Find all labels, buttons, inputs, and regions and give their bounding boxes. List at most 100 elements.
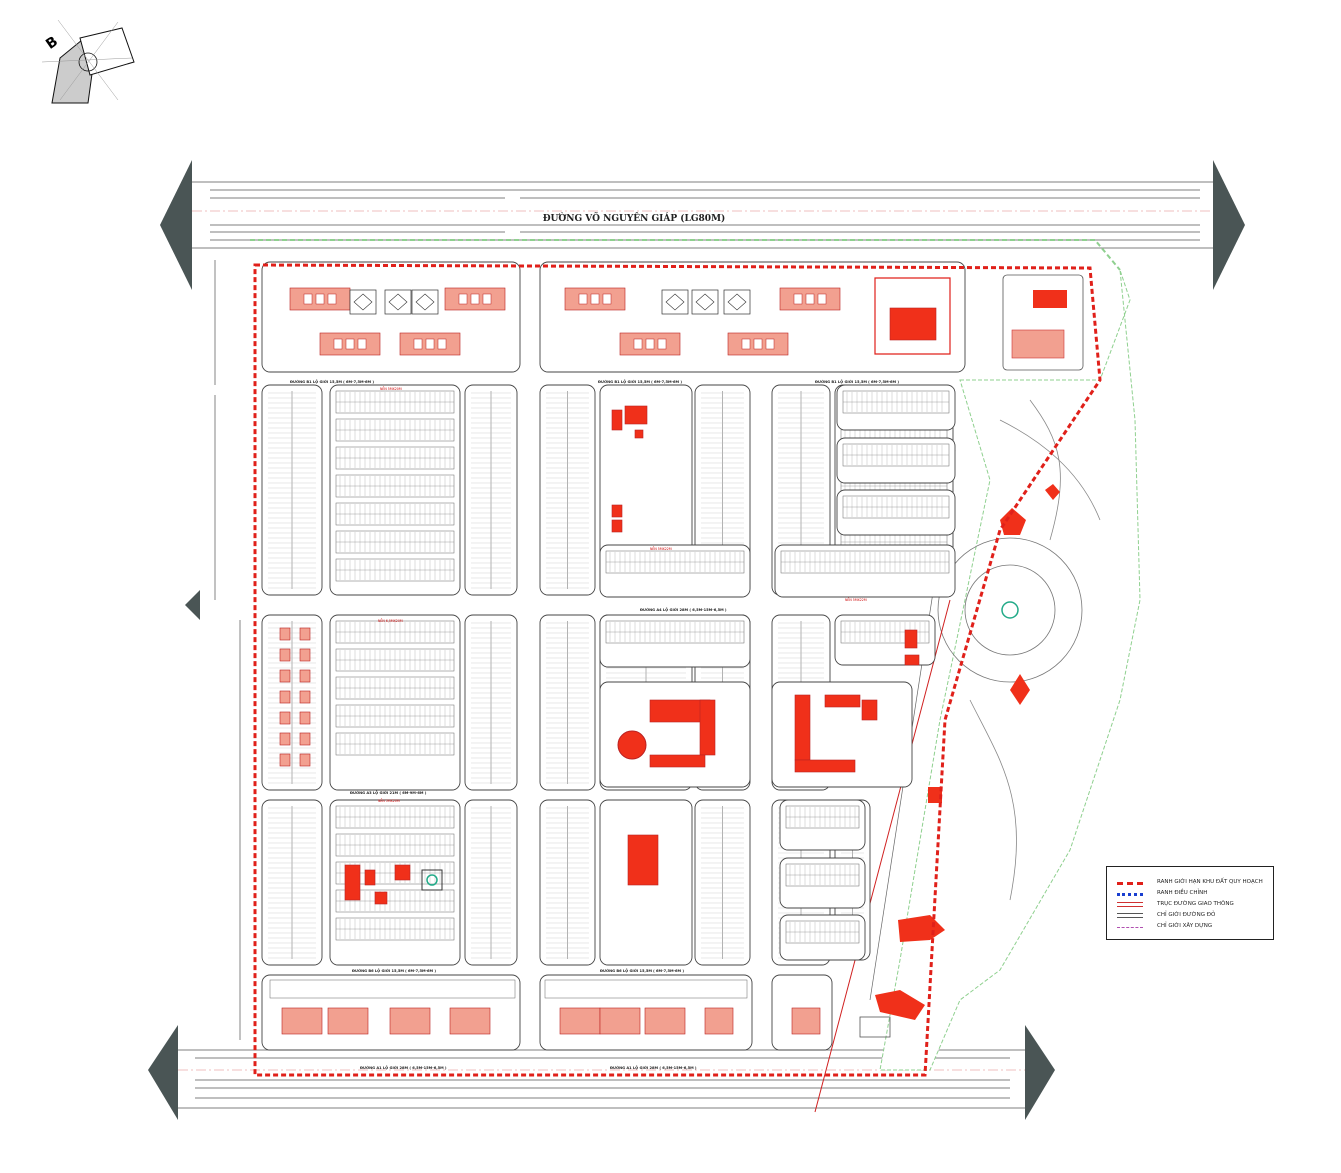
- lot-outline: [874, 277, 951, 355]
- window: [303, 293, 313, 305]
- window: [315, 293, 325, 305]
- building: [449, 1007, 491, 1035]
- building: [299, 711, 311, 725]
- road-label-b1-east: ĐƯỜNG B1 LỘ GIỚI 15,5M ( 6M-7,5M-6M ): [815, 379, 899, 384]
- window: [753, 338, 763, 350]
- window: [741, 338, 751, 350]
- city-block: [836, 489, 956, 536]
- building: [611, 409, 623, 431]
- building: [611, 519, 623, 533]
- building: [861, 699, 878, 721]
- building: [299, 627, 311, 641]
- legend-item-red-line: CHỈ GIỚI ĐƯỜNG ĐỎ: [1117, 910, 1215, 920]
- building: [364, 869, 376, 886]
- road-label-b6-west: ĐƯỜNG B6 LỘ GIỚI 15,5M ( 6M-7,5M-6M ): [352, 968, 436, 973]
- building: [389, 1007, 431, 1035]
- main-road-name: ĐƯỜNG VÕ NGUYÊN GIÁP (LG80M): [543, 212, 726, 224]
- city-block: [261, 261, 521, 373]
- road-label-b1-center: ĐƯỜNG B1 LỘ GIỚI 15,5M ( 6M-7,5M-6M ): [598, 379, 682, 384]
- legend-item-building-line: CHỈ GIỚI XÂY DỰNG: [1117, 921, 1212, 931]
- building: [904, 629, 918, 649]
- window: [602, 293, 612, 305]
- window: [633, 338, 643, 350]
- city-block: [836, 384, 956, 431]
- city-block: [836, 437, 956, 484]
- building: [279, 669, 291, 683]
- road-label-a1: ĐƯỜNG A1 LỘ GIỚI 28M ( 6,5M-15M-6,5M ): [360, 1065, 447, 1070]
- building: [279, 732, 291, 746]
- building: [299, 690, 311, 704]
- building: [559, 1007, 601, 1035]
- building: [281, 1007, 323, 1035]
- window: [458, 293, 468, 305]
- road-label-a3: ĐƯỜNG A3 LỘ GIỚI 21M ( 6M-9M-6M ): [350, 790, 427, 795]
- window: [765, 338, 775, 350]
- lot-row: [269, 979, 516, 999]
- building: [299, 753, 311, 767]
- planning-boundary: [253, 263, 1102, 1077]
- villa-roof: [415, 293, 435, 311]
- building: [299, 732, 311, 746]
- road-label-b6-center: ĐƯỜNG B6 LỘ GIỚI 15,5M ( 6M-7,5M-6M ): [600, 968, 684, 973]
- building: [634, 429, 644, 439]
- villa-roof: [695, 293, 715, 311]
- legend-item-road-axis: TRỤC ĐƯỜNG GIAO THÔNG: [1117, 899, 1234, 909]
- city-block: [779, 914, 866, 961]
- window: [645, 338, 655, 350]
- building: [279, 753, 291, 767]
- building: [599, 1007, 641, 1035]
- window: [590, 293, 600, 305]
- window: [357, 338, 367, 350]
- window: [470, 293, 480, 305]
- legend-item-planning-boundary: RANH GIỚI HẠN KHU ĐẤT QUY HOẠCH: [1117, 877, 1263, 887]
- window: [578, 293, 588, 305]
- road-label-a4: ĐƯỜNG A4 LỘ GIỚI 28M ( 6,5M-15M-6,5M ): [640, 607, 727, 612]
- villa-roof: [665, 293, 685, 311]
- plaza: [421, 869, 443, 891]
- window: [805, 293, 815, 305]
- map-legend: RANH GIỚI HẠN KHU ĐẤT QUY HOẠCH RANH ĐIỀ…: [1106, 866, 1274, 940]
- building: [617, 730, 647, 760]
- legend-item-adjusted-boundary: RANH ĐIỀU CHỈNH: [1117, 888, 1207, 898]
- city-block: [779, 857, 866, 909]
- building: [791, 1007, 821, 1035]
- window: [482, 293, 492, 305]
- lot-label: NỀN 6,5MX20M: [378, 618, 403, 623]
- main-road-top: ĐƯỜNG VÕ NGUYÊN GIÁP (LG80M): [160, 160, 1245, 290]
- villa-roof: [727, 293, 747, 311]
- building: [299, 669, 311, 683]
- fountain: [426, 874, 438, 886]
- building: [279, 690, 291, 704]
- lot-label: NỀN 5MX20M: [378, 798, 400, 803]
- building: [327, 1007, 369, 1035]
- window: [657, 338, 667, 350]
- road-label-a1-east: ĐƯỜNG A1 LỘ GIỚI 28M ( 6,5M-15M-6,5M ): [610, 1065, 697, 1070]
- building: [889, 307, 937, 341]
- building: [704, 1007, 734, 1035]
- building: [279, 627, 291, 641]
- building: [624, 405, 648, 425]
- building: [794, 759, 856, 773]
- building: [794, 694, 811, 761]
- road-arrow-west: [185, 590, 200, 620]
- building: [649, 754, 706, 768]
- compass-icon: B: [41, 19, 135, 104]
- building: [279, 711, 291, 725]
- window: [817, 293, 827, 305]
- building: [644, 1007, 686, 1035]
- compass-north-label: B: [43, 34, 61, 53]
- building: [344, 864, 361, 901]
- lot-label: NỀN 5MX22M: [845, 597, 867, 602]
- road-label-b1-west: ĐƯỜNG B1 LỘ GIỚI 15,5M ( 6M-7,5M-6M ): [290, 379, 374, 384]
- lot-label: NỀN 5MX20M: [380, 386, 402, 391]
- building: [824, 694, 861, 708]
- window: [333, 338, 343, 350]
- window: [345, 338, 355, 350]
- building: [904, 654, 920, 666]
- building: [394, 864, 411, 881]
- window: [425, 338, 435, 350]
- building: [611, 504, 623, 518]
- building: [299, 648, 311, 662]
- building: [279, 648, 291, 662]
